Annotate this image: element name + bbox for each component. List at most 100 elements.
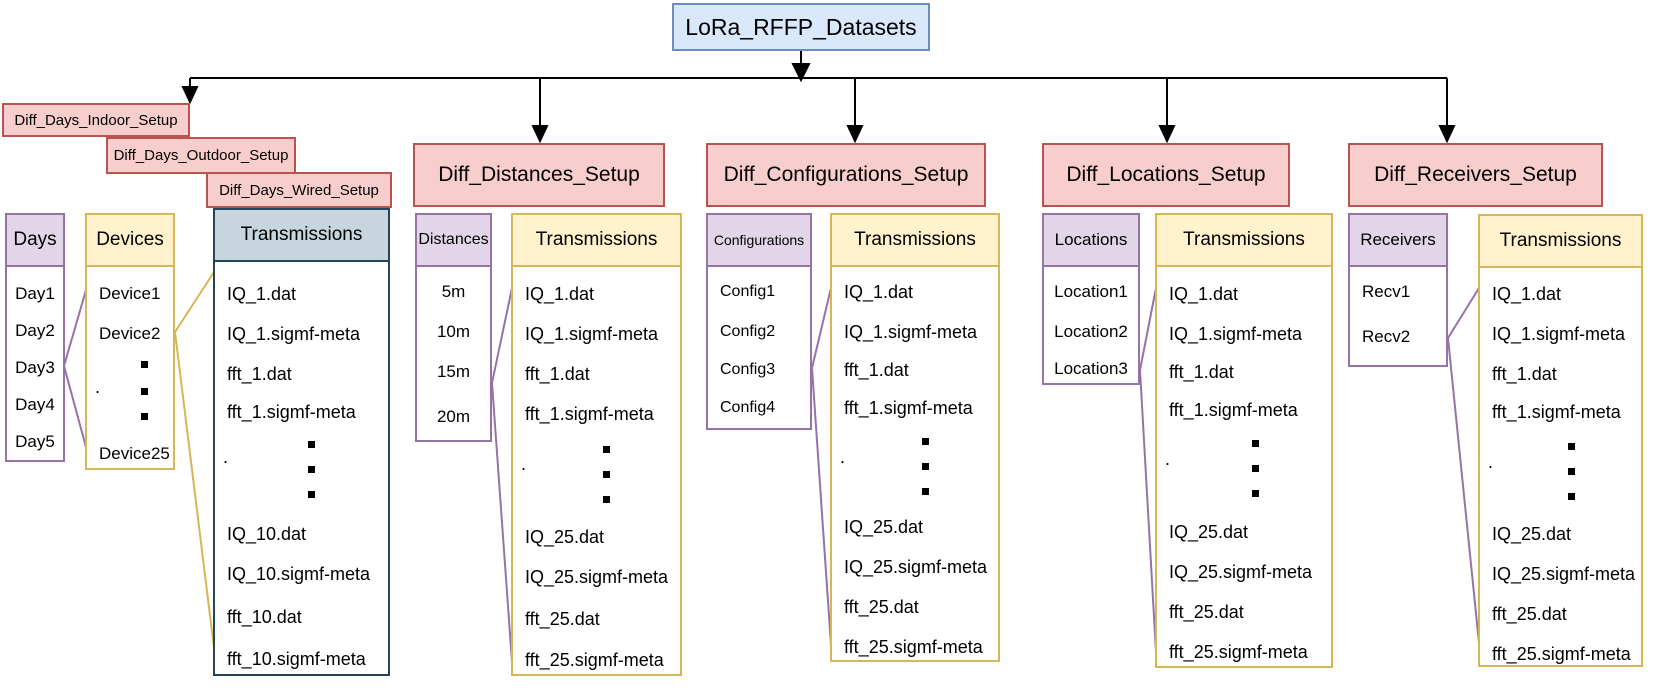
root-node-label: LoRa_RFFP_Datasets <box>685 13 917 40</box>
ellipsis-dot-icon <box>603 496 610 503</box>
list-item: Day2 <box>15 321 55 340</box>
list-item: Config3 <box>720 361 776 378</box>
list-item: fft_1.dat <box>525 364 590 384</box>
locations-column: Locations Location1 Location2 Location3 <box>1042 213 1140 385</box>
ellipsis-side-dot: . <box>1165 449 1171 469</box>
ellipsis-dot-icon <box>1568 493 1575 500</box>
fan-line-receivers-transmissions <box>1447 287 1480 339</box>
transmissions-column-distances: Transmissions IQ_1.dat IQ_1.sigmf-meta f… <box>511 213 682 676</box>
setup-node-diff-days-wired: Diff_Days_Wired_Setup <box>206 172 392 208</box>
list-item: fft_1.dat <box>1169 362 1234 382</box>
transmissions-column-header: Transmissions <box>832 215 998 267</box>
setup-node-diff-distances: Diff_Distances_Setup <box>413 143 665 207</box>
list-item: IQ_25.sigmf-meta <box>525 567 669 587</box>
list-item: IQ_1.dat <box>1492 284 1562 304</box>
list-item: Device25 <box>99 444 170 463</box>
root-node: LoRa_RFFP_Datasets <box>672 3 930 51</box>
ellipsis-dot-icon <box>141 361 148 368</box>
ellipsis-side-dot: . <box>223 447 229 467</box>
fan-line-distances-transmissions <box>491 287 513 384</box>
days-column: Days Day1 Day2 Day3 Day4 Day5 <box>5 213 65 462</box>
list-item: IQ_1.sigmf-meta <box>1492 324 1626 344</box>
list-item: fft_1.sigmf-meta <box>227 402 356 422</box>
receivers-column: Receivers Recv1 Recv2 <box>1348 213 1448 367</box>
fan-line-devices-transmissions <box>174 271 215 333</box>
transmissions-column-header: Transmissions <box>1480 216 1641 268</box>
ellipsis-dot-icon <box>1252 440 1259 447</box>
transmissions-column-header: Transmissions <box>215 210 388 262</box>
transmissions-column-locations: Transmissions IQ_1.dat IQ_1.sigmf-meta f… <box>1155 213 1333 668</box>
arrow-down-icon <box>181 86 199 105</box>
ellipsis-dot-icon <box>308 491 315 498</box>
list-item: IQ_1.sigmf-meta <box>525 324 659 344</box>
list-item: fft_10.dat <box>227 607 302 627</box>
list-item: IQ_25.dat <box>1492 524 1572 544</box>
fan-line-receivers-transmissions <box>1447 337 1480 644</box>
arrow-down-icon <box>1438 125 1456 144</box>
fan-line-configurations-transmissions <box>811 367 832 646</box>
arrow-down-icon <box>846 125 864 144</box>
list-item: Recv1 <box>1362 282 1411 301</box>
devices-column: Devices Device1 Device2 . Device25 <box>85 213 175 470</box>
setup-node-diff-days-indoor: Diff_Days_Indoor_Setup <box>2 103 190 137</box>
ellipsis-dot-icon <box>1252 490 1259 497</box>
configurations-column-header: Configurations <box>708 215 810 267</box>
ellipsis-dot-icon <box>308 441 315 448</box>
setup-node-diff-days-outdoor: Diff_Days_Outdoor_Setup <box>106 137 296 174</box>
ellipsis-dot-icon <box>1568 443 1575 450</box>
transmissions-column-receivers: Transmissions IQ_1.dat IQ_1.sigmf-meta f… <box>1478 214 1643 667</box>
ellipsis-dot-icon <box>141 413 148 420</box>
list-item: fft_25.dat <box>1492 604 1567 624</box>
fan-line-days-devices <box>63 289 87 367</box>
list-item: fft_1.sigmf-meta <box>1492 402 1621 422</box>
configurations-column: Configurations Config1 Config2 Config3 C… <box>706 213 812 430</box>
list-item: fft_25.sigmf-meta <box>1492 644 1631 664</box>
list-item: fft_1.sigmf-meta <box>1169 400 1298 420</box>
list-item: IQ_1.dat <box>844 282 914 302</box>
list-item: Location3 <box>1054 359 1128 378</box>
ellipsis-dot-icon <box>922 438 929 445</box>
ellipsis-side-dot: . <box>840 447 846 467</box>
list-item: Day1 <box>15 284 55 303</box>
list-item: IQ_25.dat <box>844 517 924 537</box>
list-item: Device2 <box>99 324 161 343</box>
list-item: fft_25.dat <box>844 597 919 617</box>
setup-node-diff-receivers: Diff_Receivers_Setup <box>1348 143 1603 207</box>
ellipsis-side-dot: . <box>521 454 527 474</box>
list-item: 15m <box>436 362 471 381</box>
list-item: fft_1.dat <box>227 364 292 384</box>
list-item: IQ_1.sigmf-meta <box>1169 324 1303 344</box>
list-item: Location1 <box>1054 282 1128 301</box>
list-item: IQ_25.dat <box>1169 522 1249 542</box>
list-item: IQ_25.dat <box>525 527 605 547</box>
devices-column-header: Devices <box>87 215 173 267</box>
list-item: 10m <box>436 322 471 341</box>
list-item: fft_10.sigmf-meta <box>227 649 366 669</box>
list-item: IQ_10.sigmf-meta <box>227 564 371 584</box>
list-item: fft_1.sigmf-meta <box>844 398 973 418</box>
fan-line-locations-transmissions <box>1139 369 1157 653</box>
list-item: IQ_25.sigmf-meta <box>1492 564 1636 584</box>
list-item: Config1 <box>720 283 776 300</box>
ellipsis-dot-icon <box>603 446 610 453</box>
list-item: fft_1.dat <box>1492 364 1557 384</box>
list-item: fft_1.sigmf-meta <box>525 404 654 424</box>
fan-line-configurations-transmissions <box>811 287 832 369</box>
transmissions-column-header: Transmissions <box>1157 215 1331 267</box>
list-item: IQ_1.sigmf-meta <box>844 322 978 342</box>
fan-line-devices-transmissions <box>174 331 215 649</box>
list-item: IQ_1.dat <box>227 284 297 304</box>
arrow-down-icon <box>1158 125 1176 144</box>
list-item: Device1 <box>99 284 161 303</box>
list-item: Recv2 <box>1362 327 1411 346</box>
list-item: fft_25.sigmf-meta <box>1169 642 1308 662</box>
arrow-down-icon <box>531 125 549 144</box>
distances-column-header: Distances <box>417 215 490 267</box>
list-item: fft_25.sigmf-meta <box>844 637 983 657</box>
distances-column: Distances 5m 10m 15m 20m <box>415 213 492 442</box>
setup-node-diff-configurations: Diff_Configurations_Setup <box>706 143 986 207</box>
list-item: Day3 <box>15 358 55 377</box>
list-item: IQ_25.sigmf-meta <box>1169 562 1313 582</box>
ellipsis-dot-icon <box>141 388 148 395</box>
list-item: Day4 <box>15 395 55 414</box>
